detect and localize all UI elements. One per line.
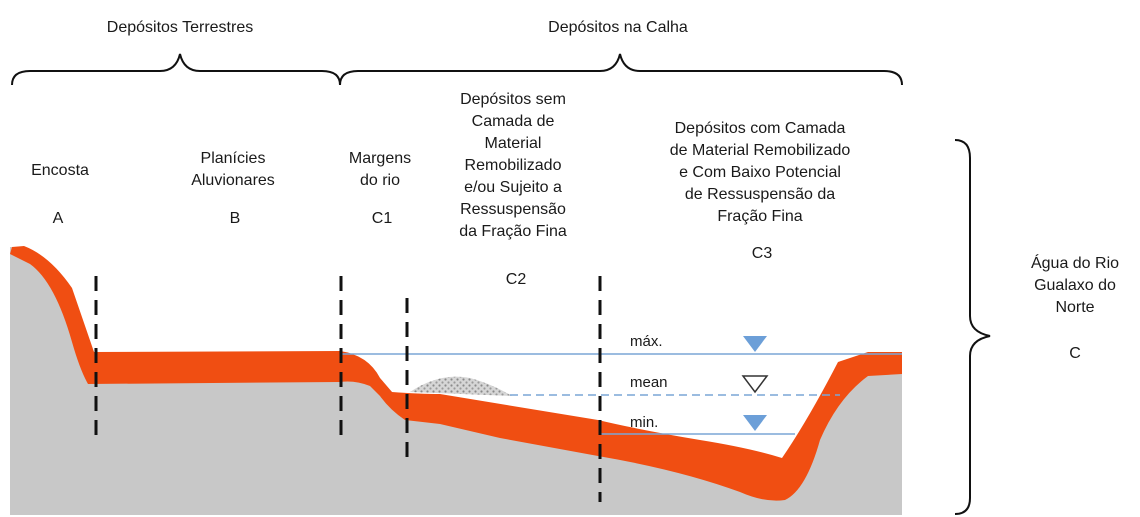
- channel-brace: [339, 53, 903, 86]
- zone-c3-name-line3: e Com Baixo Potencial: [679, 164, 841, 181]
- zone-c1-name-line1: Margens: [349, 150, 411, 167]
- water-name-line1: Água do Rio: [1031, 253, 1119, 272]
- zone-c1-name-line2: do rio: [360, 172, 400, 189]
- zone-c2-code: C2: [506, 271, 527, 288]
- channel-group-title: Depósitos na Calha: [548, 19, 688, 36]
- terrestrial-group-title: Depósitos Terrestres: [107, 19, 253, 36]
- sediment-deposit-c2: [410, 376, 512, 396]
- zone-c2-name-line3: Material: [485, 135, 542, 152]
- water-name-line2: Gualaxo do: [1034, 277, 1116, 294]
- zone-c2-name-line5: e/ou Sujeito a: [464, 179, 562, 196]
- mean-level-label: mean: [630, 374, 668, 391]
- zone-c2-name-line2: Camada de: [472, 113, 555, 130]
- min-level-label: min.: [630, 414, 658, 431]
- max-level-label: máx.: [630, 333, 663, 350]
- zone-c3-name-line2: de Material Remobilizado: [670, 142, 851, 159]
- water-brace: [954, 139, 991, 515]
- zone-c3-name-line1: Depósitos com Camada: [675, 120, 846, 137]
- water-name-line3: Norte: [1055, 299, 1094, 316]
- deposit-layer: [10, 246, 902, 501]
- max-marker-icon: [743, 336, 767, 352]
- terrestrial-brace: [11, 53, 341, 86]
- zone-c2-name-line7: da Fração Fina: [459, 223, 567, 240]
- zone-b-code: B: [230, 210, 241, 227]
- zone-c1-code: C1: [372, 210, 393, 227]
- zone-c3-code: C3: [752, 245, 773, 262]
- zone-c3-name-line5: Fração Fina: [717, 208, 802, 225]
- zone-a-code: A: [53, 210, 64, 227]
- min-marker-icon: [743, 415, 767, 431]
- zone-c2-name-line6: Ressuspensão: [460, 201, 566, 218]
- zone-b-name-line2: Aluvionares: [191, 172, 275, 189]
- zone-a-name: Encosta: [31, 162, 89, 179]
- mean-marker-icon: [741, 375, 769, 394]
- zone-c3-name-line4: de Ressuspensão da: [685, 186, 835, 203]
- zone-c2-name-line1: Depósitos sem: [460, 91, 566, 108]
- water-code: C: [1069, 345, 1081, 362]
- zone-c2-name-line4: Remobilizado: [465, 157, 562, 174]
- zone-b-name-line1: Planícies: [201, 150, 266, 167]
